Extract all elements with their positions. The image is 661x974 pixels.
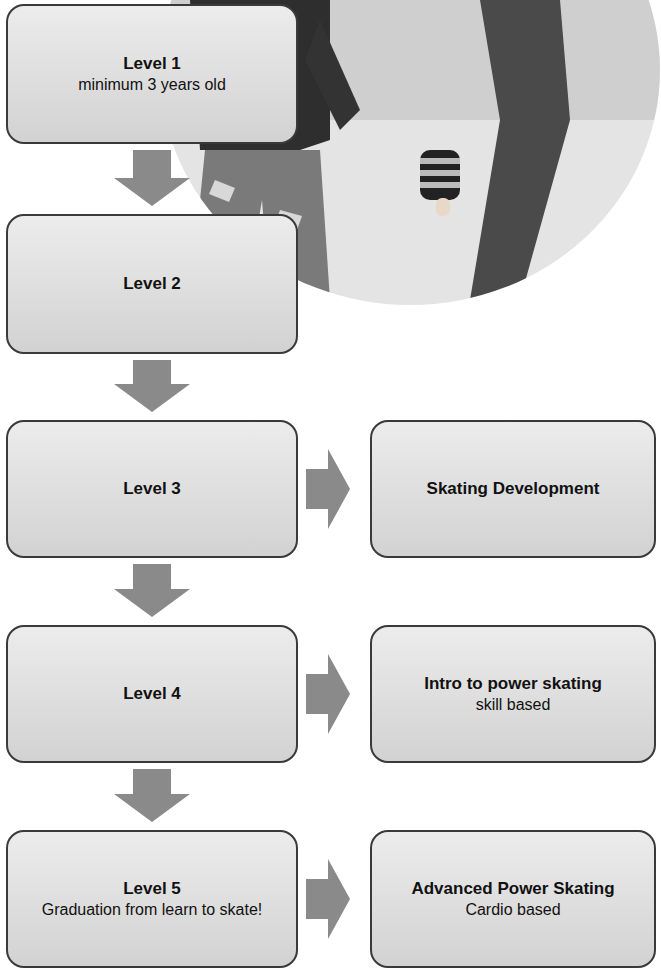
block-arrow (306, 449, 350, 529)
box-heading: Intro to power skating (424, 673, 602, 694)
box-body: skill based (476, 695, 551, 715)
box-heading: Level 4 (123, 683, 181, 704)
process-box: Skating Development (370, 420, 656, 558)
box-heading: Level 5 (123, 878, 181, 899)
block-arrow (114, 564, 190, 617)
process-box: Level 3 (6, 420, 298, 558)
box-body: Cardio based (465, 900, 560, 920)
box-body: Graduation from learn to skate! (42, 900, 263, 920)
box-heading: Skating Development (427, 478, 600, 499)
block-arrow (114, 150, 190, 206)
arm (305, 20, 360, 130)
block-arrow (306, 859, 350, 939)
box-heading: Level 2 (123, 273, 181, 294)
box-heading: Advanced Power Skating (411, 878, 614, 899)
process-box: Advanced Power SkatingCardio based (370, 830, 656, 968)
box-body: minimum 3 years old (78, 75, 226, 95)
process-box: Level 1minimum 3 years old (6, 4, 298, 144)
block-arrow (114, 769, 190, 822)
block-arrow (306, 654, 350, 734)
process-box: Level 2 (6, 214, 298, 354)
mitten (420, 150, 460, 216)
process-box: Level 4 (6, 625, 298, 763)
box-heading: Level 1 (123, 53, 181, 74)
adult-leg (470, 0, 570, 300)
process-box: Intro to power skatingskill based (370, 625, 656, 763)
process-box: Level 5Graduation from learn to skate! (6, 830, 298, 968)
block-arrow (114, 360, 190, 412)
box-heading: Level 3 (123, 478, 181, 499)
